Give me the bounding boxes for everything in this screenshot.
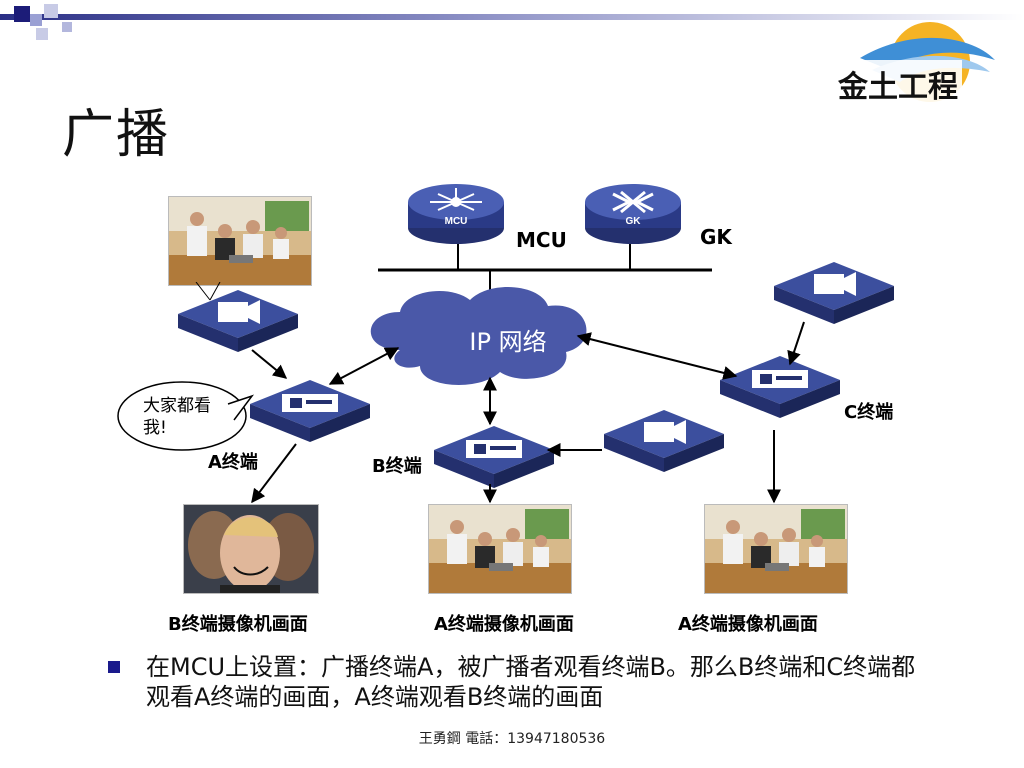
logo-graphic bbox=[836, 22, 995, 102]
screen-1-caption: B终端摄像机画面 bbox=[168, 614, 308, 635]
camera-c-icon bbox=[774, 262, 894, 324]
arrow-terminal-a-cloud bbox=[328, 347, 400, 385]
bubble-text: 大家都看我! bbox=[143, 396, 211, 438]
arrow-terminal-a-to-screen-1 bbox=[251, 443, 297, 504]
bullet-square-icon bbox=[108, 661, 120, 673]
camera-b-icon bbox=[604, 410, 724, 472]
arrow-camera-a-to-terminal-a bbox=[251, 349, 288, 379]
meeting-room-image bbox=[429, 505, 571, 593]
logo-text: 金土工程 bbox=[838, 70, 958, 105]
mcu-icon-label: MCU bbox=[445, 216, 468, 227]
meeting-room-image bbox=[705, 505, 847, 593]
header-decoration bbox=[0, 4, 1024, 40]
footer-contact: 王勇鋼 電話：13947180536 bbox=[418, 731, 606, 747]
gk-icon-label: GK bbox=[626, 216, 642, 227]
photo-a-callout-lines bbox=[195, 282, 221, 301]
photo-screen-3 bbox=[704, 504, 848, 594]
screen-2-caption: A终端摄像机画面 bbox=[434, 614, 574, 635]
company-logo: 金土工程 bbox=[830, 10, 1000, 105]
header-squares bbox=[14, 4, 72, 40]
photo-terminal-a-meeting bbox=[168, 196, 312, 286]
speech-bubble bbox=[117, 381, 255, 451]
arrow-camera-c-to-terminal-c bbox=[787, 321, 805, 366]
headset-people-image bbox=[184, 505, 318, 593]
arrow-cloud-terminal-c bbox=[576, 332, 738, 380]
cloud-label: IP 网络 bbox=[469, 328, 546, 356]
terminal-b-label: B终端 bbox=[372, 456, 422, 477]
header-gradient-bar bbox=[0, 14, 1024, 20]
terminal-c-icon bbox=[720, 356, 840, 418]
ip-network-cloud: IP 网络 bbox=[370, 287, 587, 385]
terminal-a-icon bbox=[250, 380, 370, 442]
camera-a-icon bbox=[178, 290, 298, 352]
gk-device: GK bbox=[585, 184, 681, 244]
photo-screen-2 bbox=[428, 504, 572, 594]
terminal-b-icon bbox=[434, 426, 554, 488]
mcu-label: MCU bbox=[516, 228, 567, 252]
gk-label: GK bbox=[700, 225, 732, 249]
mcu-device: MCU bbox=[408, 184, 504, 244]
terminal-a-label: A终端 bbox=[208, 452, 258, 473]
photo-screen-1 bbox=[183, 504, 319, 594]
meeting-room-image bbox=[169, 197, 311, 285]
slide-title: 广播 bbox=[62, 105, 171, 165]
bullet-text: 在MCU上设置：广播终端A，被广播者观看终端B。那么B终端和C终端都观看A终端的… bbox=[146, 653, 916, 711]
screen-3-caption: A终端摄像机画面 bbox=[678, 614, 818, 635]
terminal-c-label: C终端 bbox=[844, 402, 894, 423]
